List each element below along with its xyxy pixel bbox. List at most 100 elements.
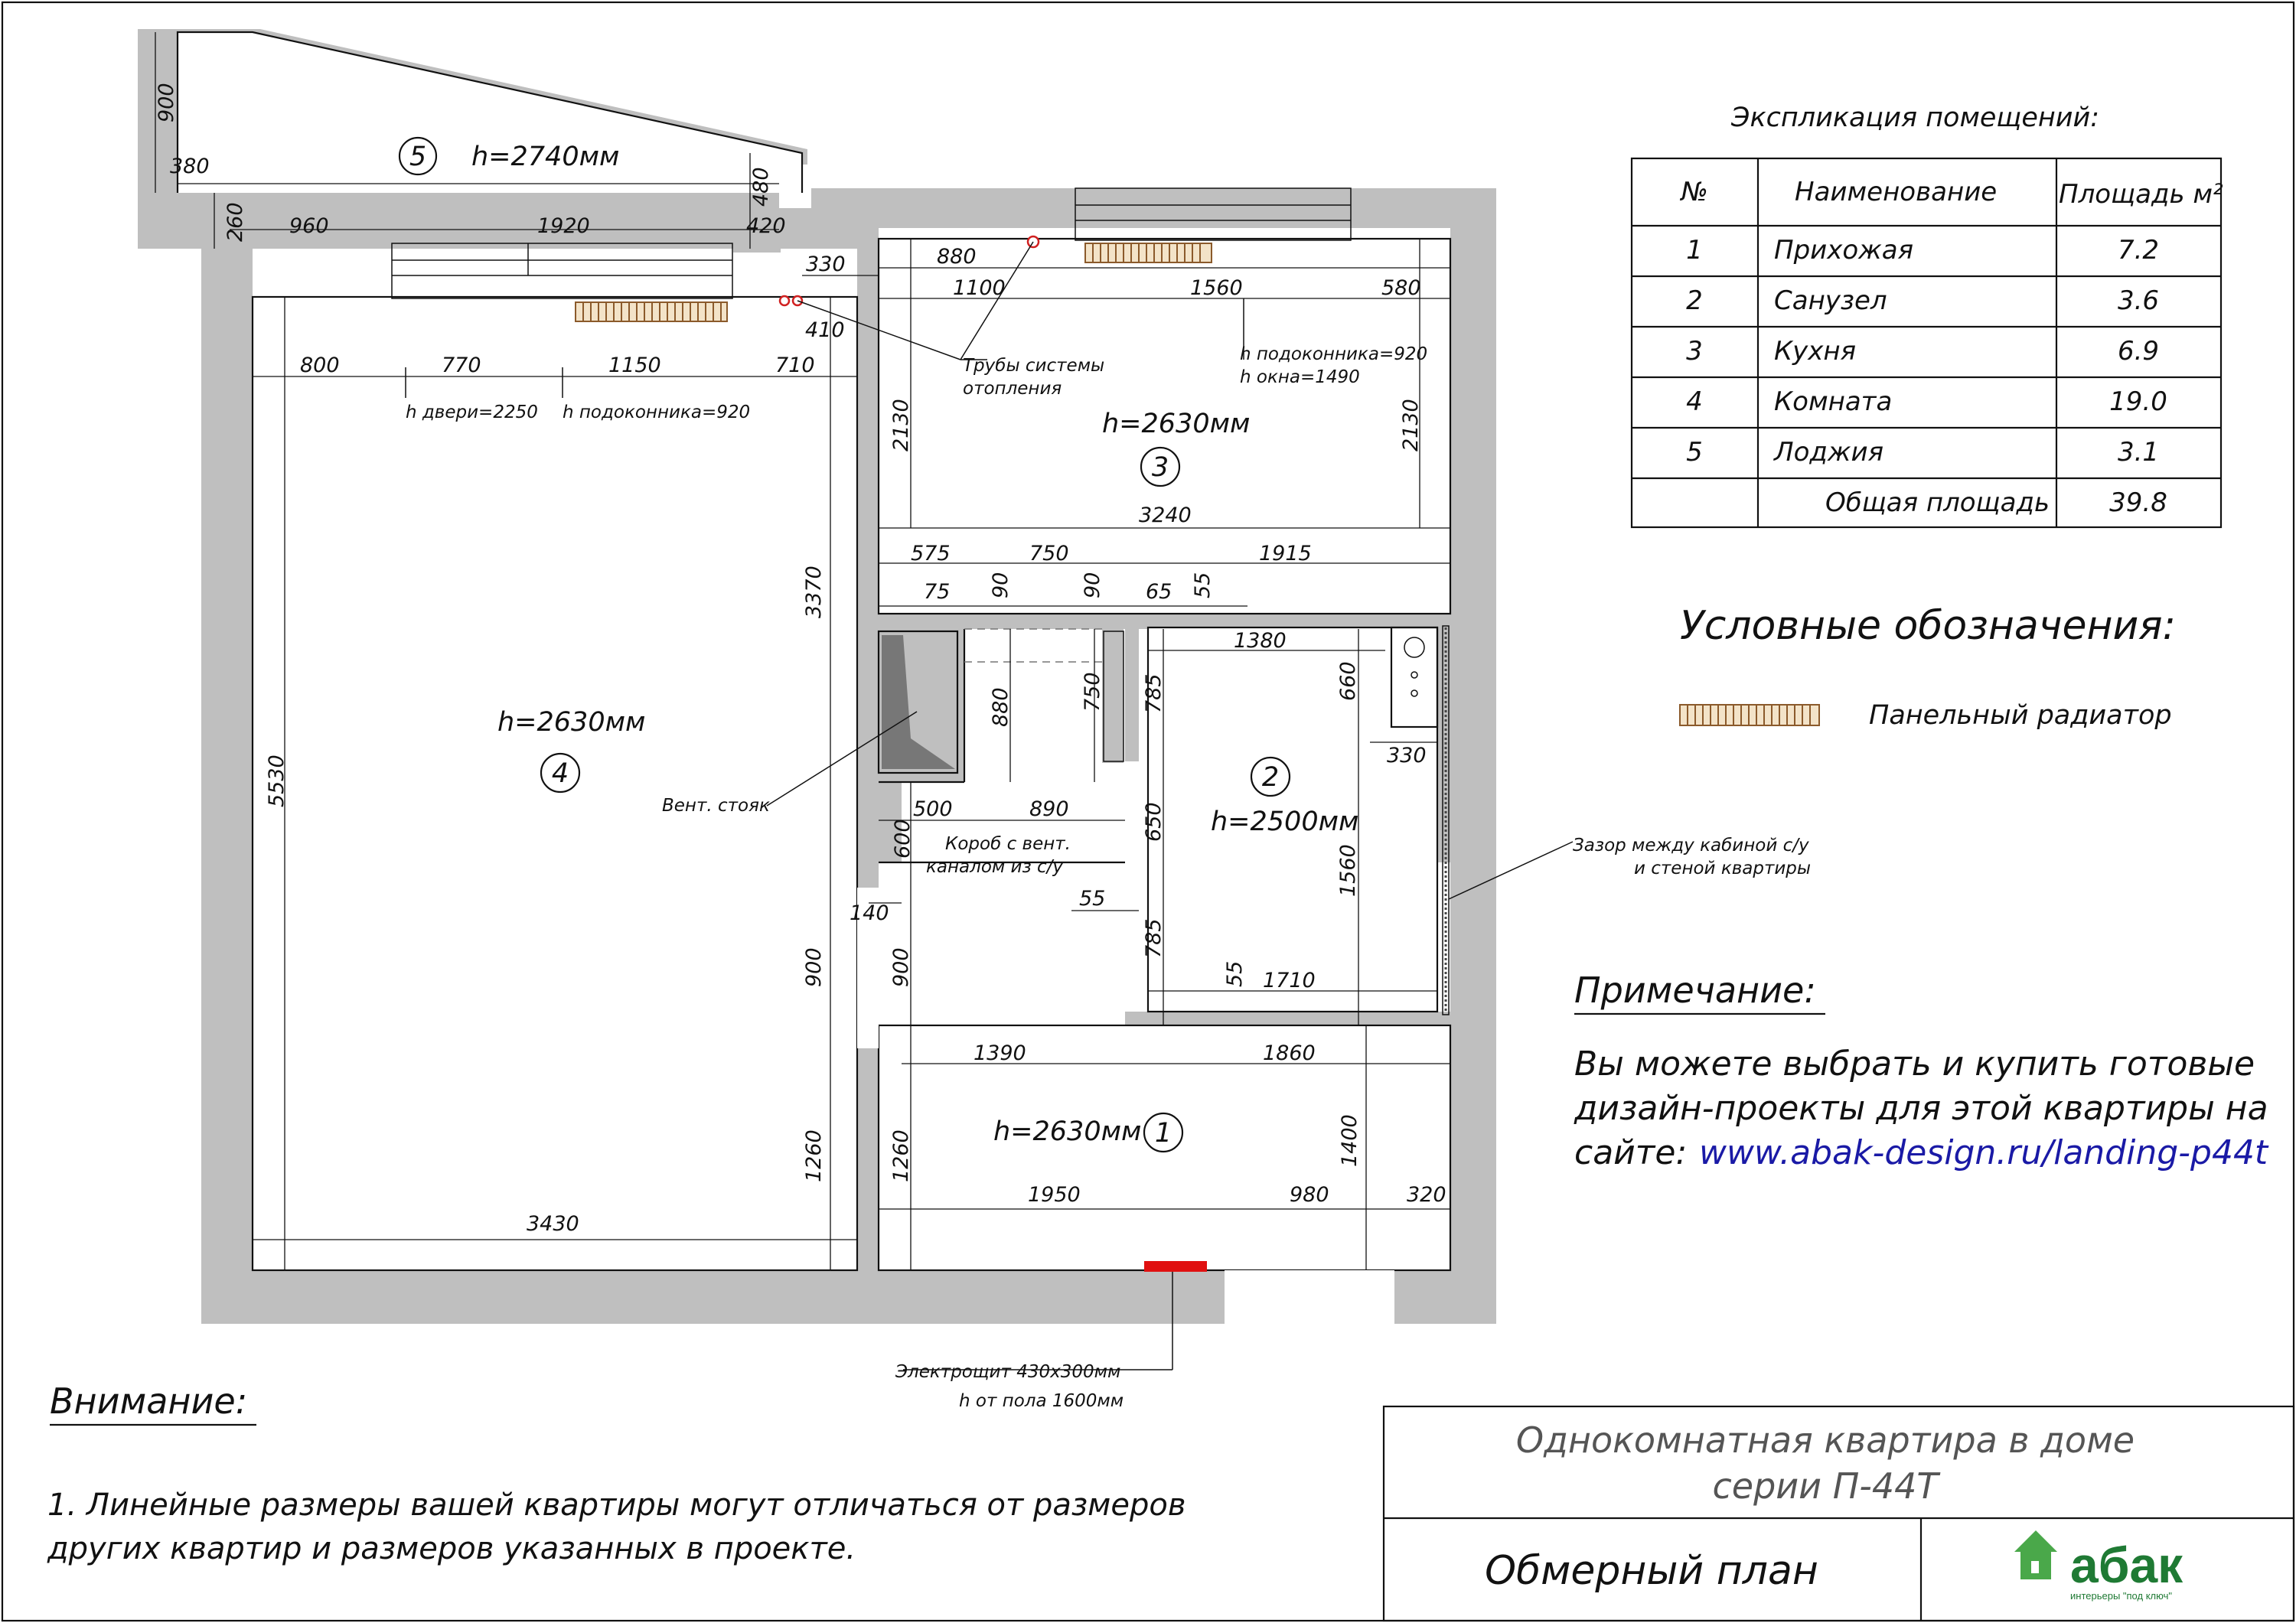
svg-text:Примечание:: Примечание:	[1574, 970, 1816, 1011]
svg-text:Короб с вент.: Короб с вент.	[945, 834, 1071, 854]
svg-text:серии П-44Т: серии П-44Т	[1712, 1465, 1941, 1507]
svg-text:660: 660	[1336, 661, 1360, 701]
svg-text:Внимание:: Внимание:	[50, 1380, 247, 1422]
svg-text:55: 55	[1191, 572, 1215, 598]
abak-logo: абак интерьеры "под ключ"	[2014, 1530, 2183, 1602]
svg-text:3: 3	[1686, 336, 1703, 367]
svg-text:Условные обозначения:: Условные обозначения:	[1680, 603, 2176, 649]
svg-text:3430: 3430	[527, 1212, 579, 1236]
leader-lines	[405, 241, 1574, 1370]
svg-text:сайте:: сайте:	[1574, 1133, 1687, 1172]
svg-text:h=2740мм: h=2740мм	[471, 142, 619, 172]
svg-text:Прихожая: Прихожая	[1774, 235, 1913, 266]
svg-text:h от пола 1600мм: h от пола 1600мм	[959, 1391, 1124, 1411]
svg-text:h=2500мм: h=2500мм	[1211, 807, 1358, 837]
svg-text:710: 710	[775, 354, 815, 377]
svg-text:2130: 2130	[1399, 399, 1423, 451]
svg-text:1950: 1950	[1028, 1183, 1081, 1207]
svg-text:39.8: 39.8	[2109, 487, 2167, 518]
annotations: h двери=2250 h подоконника=920 h подокон…	[406, 344, 1811, 1411]
svg-text:Вент. стояк: Вент. стояк	[662, 796, 770, 816]
svg-text:880: 880	[989, 687, 1013, 727]
svg-text:отопления: отопления	[963, 379, 1062, 399]
svg-text:h=2630мм: h=2630мм	[993, 1116, 1141, 1147]
svg-text:1380: 1380	[1234, 629, 1287, 653]
electrical-panel	[1144, 1261, 1207, 1272]
note-link: www.abak-design.ru/landing-p44t	[1699, 1133, 2269, 1172]
svg-text:900: 900	[802, 947, 826, 987]
svg-text:h=2630мм: h=2630мм	[497, 707, 645, 738]
bath-gap-strip	[1442, 625, 1450, 1015]
window-kitchen	[1075, 187, 1352, 241]
explication-table: Экспликация помещений: № Наименование Пл…	[1630, 103, 2223, 529]
svg-text:интерьеры "под ключ": интерьеры "под ключ"	[2070, 1590, 2172, 1602]
svg-text:750: 750	[1081, 672, 1104, 712]
svg-text:Комната: Комната	[1774, 386, 1892, 417]
explication-title: Экспликация помещений:	[1730, 103, 2099, 133]
svg-text:3240: 3240	[1139, 504, 1192, 527]
svg-text:420: 420	[746, 214, 786, 238]
svg-text:890: 890	[1029, 797, 1069, 821]
svg-text:2: 2	[1262, 762, 1279, 793]
svg-text:h=2630мм: h=2630мм	[1102, 409, 1250, 439]
svg-text:каналом из с/у: каналом из с/у	[926, 857, 1063, 877]
svg-text:3.6: 3.6	[2118, 285, 2159, 316]
svg-text:960: 960	[289, 214, 329, 238]
svg-text:1: 1	[1686, 235, 1703, 266]
svg-text:800: 800	[300, 354, 340, 377]
svg-text:1400: 1400	[1338, 1114, 1362, 1167]
svg-text:650: 650	[1142, 802, 1166, 842]
svg-text:дизайн-проекты для этой кварти: дизайн-проекты для этой квартиры на	[1574, 1089, 2268, 1128]
window-room4	[391, 243, 733, 299]
svg-text:140: 140	[850, 901, 889, 925]
svg-text:1390: 1390	[974, 1041, 1026, 1065]
svg-text:3.1: 3.1	[2118, 437, 2159, 468]
room-4-label: h=2630мм 4	[497, 707, 645, 794]
svg-text:880: 880	[937, 245, 977, 269]
legend: Условные обозначения: Панельный радиатор	[1679, 603, 2176, 731]
svg-text:h подоконника=920: h подоконника=920	[1240, 344, 1427, 364]
room-5-label: 5 h=2740мм	[398, 136, 619, 176]
radiator-kitchen	[1084, 243, 1212, 263]
room-2-label: 2 h=2500мм	[1211, 756, 1358, 837]
title-stamp: Однокомнатная квартира в доме серии П-44…	[1382, 1405, 2295, 1622]
svg-text:Обмерный план: Обмерный план	[1485, 1548, 1818, 1594]
svg-text:19.0: 19.0	[2109, 386, 2167, 417]
svg-text:1100: 1100	[953, 276, 1006, 300]
svg-text:580: 580	[1381, 276, 1421, 300]
svg-text:65: 65	[1146, 580, 1172, 604]
legend-radiator-icon	[1679, 704, 1820, 726]
svg-text:1150: 1150	[608, 354, 661, 377]
svg-text:500: 500	[913, 797, 953, 821]
svg-text:2: 2	[1686, 285, 1703, 316]
svg-text:75: 75	[924, 580, 950, 604]
svg-text:900: 900	[155, 83, 178, 122]
svg-text:1. Линейные размеры вашей квар: 1. Линейные размеры вашей квартиры могут…	[47, 1488, 1186, 1523]
svg-text:330: 330	[1387, 744, 1427, 768]
svg-text:480: 480	[749, 167, 773, 207]
svg-text:2130: 2130	[889, 399, 913, 451]
svg-text:3: 3	[1152, 452, 1169, 483]
svg-text:980: 980	[1290, 1183, 1329, 1207]
svg-text:575: 575	[911, 542, 951, 565]
svg-text:h двери=2250: h двери=2250	[406, 402, 538, 422]
svg-text:№: №	[1679, 177, 1707, 207]
svg-text:3370: 3370	[802, 565, 826, 618]
svg-text:1: 1	[1155, 1118, 1172, 1149]
svg-text:1710: 1710	[1263, 969, 1316, 992]
svg-text:Трубы системы: Трубы системы	[963, 356, 1104, 376]
svg-text:1260: 1260	[889, 1129, 913, 1182]
svg-text:h окна=1490: h окна=1490	[1240, 367, 1360, 387]
svg-text:h подоконника=920: h подоконника=920	[563, 402, 750, 422]
sink	[1390, 626, 1439, 728]
svg-text:1560: 1560	[1190, 276, 1243, 300]
svg-text:Площадь м²: Площадь м²	[2059, 179, 2223, 210]
svg-text:5530: 5530	[265, 754, 289, 807]
svg-text:Общая площадь: Общая площадь	[1825, 487, 2050, 518]
svg-text:785: 785	[1142, 918, 1166, 958]
svg-text:Электрощит 430х300мм: Электрощит 430х300мм	[895, 1362, 1120, 1382]
svg-text:Кухня: Кухня	[1774, 336, 1856, 367]
dimension-lines	[155, 32, 1450, 1270]
